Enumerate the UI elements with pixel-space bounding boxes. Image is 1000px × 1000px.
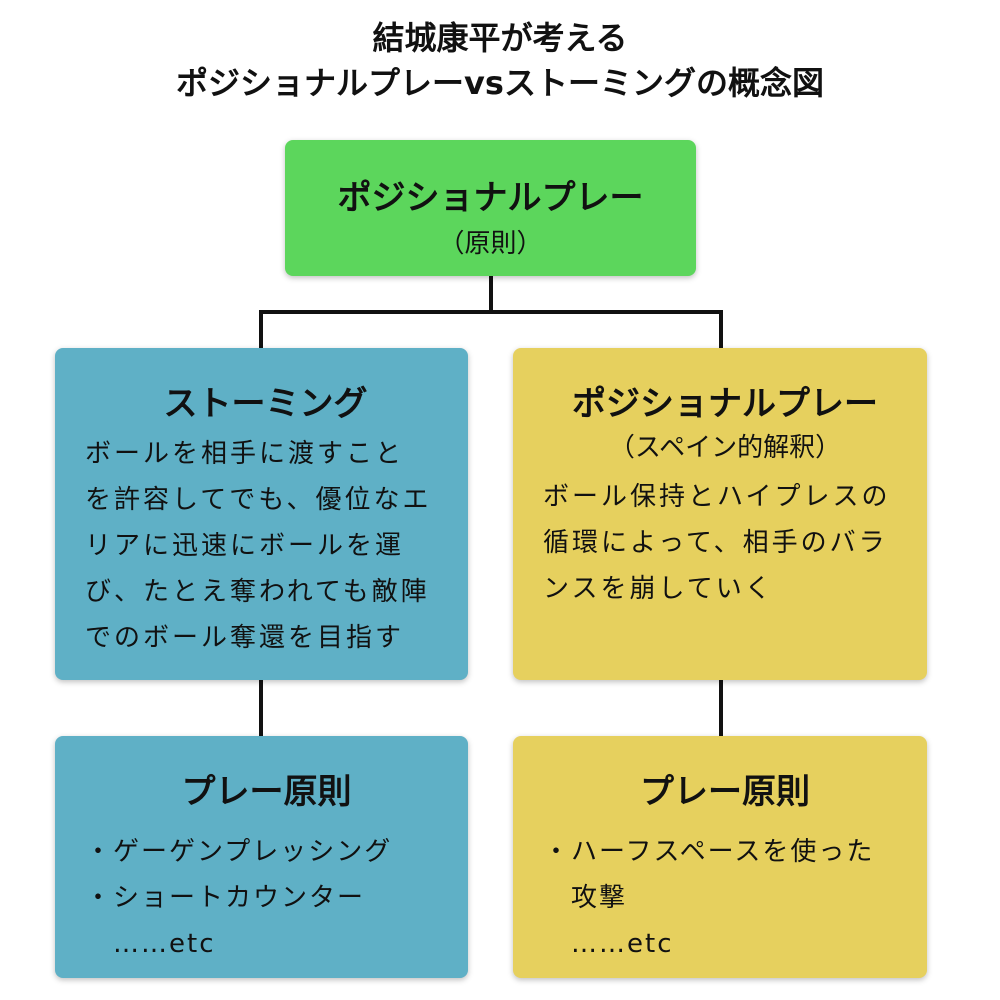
right-box-positional-play-spanish: ポジショナルプレー （スペイン的解釈） ボール保持とハイプレスの 循環によって、… (513, 348, 927, 680)
bullet-item-continuation: 攻撃 (571, 883, 628, 913)
left-box-heading: ストーミング (163, 384, 368, 424)
right-bottom-box-play-principles: プレー原則 ・ハーフスペースを使った 攻撃 ……etc (513, 736, 927, 978)
bullet-item: ・ショートカウンター (85, 883, 366, 913)
left-body-line: ボールを相手に渡すこと (85, 439, 405, 469)
left-body-line: を許容してでも、優位なエ (85, 485, 432, 515)
diagram-title: 結城康平が考える ポジショナルプレーvsストーミングの概念図 (0, 18, 1000, 104)
bullet-item: ・ゲーゲンプレッシング (85, 837, 393, 867)
left-bottom-heading: プレー原則 (181, 772, 352, 812)
bullet-item: ・ハーフスペースを使った (543, 837, 875, 867)
top-box-positional-play: ポジショナルプレー （原則） (285, 140, 696, 276)
right-box-heading: ポジショナルプレー (572, 384, 878, 424)
left-box-storming: ストーミング ボールを相手に渡すこと を許容してでも、優位なエ リアに迅速にボー… (55, 348, 468, 680)
top-box-subheading: （原則） (438, 229, 543, 259)
top-box-heading: ポジショナルプレー (337, 178, 644, 218)
title-line-1: 結城康平が考える (372, 19, 628, 57)
right-box-subheading: （スペイン的解釈） (608, 433, 842, 463)
right-box-body: ボール保持とハイプレスの 循環によって、相手のバラ ンスを崩していく (543, 474, 907, 612)
left-bottom-box-play-principles: プレー原則 ・ゲーゲンプレッシング ・ショートカウンター ……etc (55, 736, 468, 978)
right-body-line: ボール保持とハイプレスの (543, 482, 891, 512)
left-body-line: び、たとえ奪われても敵陣 (85, 577, 430, 607)
right-bottom-heading: プレー原則 (640, 772, 810, 812)
bullet-item-etc: ……etc (571, 929, 674, 959)
title-line-2: ポジショナルプレーvsストーミングの概念図 (176, 64, 824, 102)
right-body-line: 循環によって、相手のバラ (543, 528, 888, 558)
left-body-line: でのボール奪還を目指す (85, 623, 405, 653)
left-body-line: リアに迅速にボールを運 (85, 531, 405, 561)
right-body-line: ンスを崩していく (543, 574, 774, 604)
bullet-item-etc: ……etc (113, 929, 216, 959)
left-box-body: ボールを相手に渡すこと を許容してでも、優位なエ リアに迅速にボールを運 び、た… (85, 431, 446, 661)
